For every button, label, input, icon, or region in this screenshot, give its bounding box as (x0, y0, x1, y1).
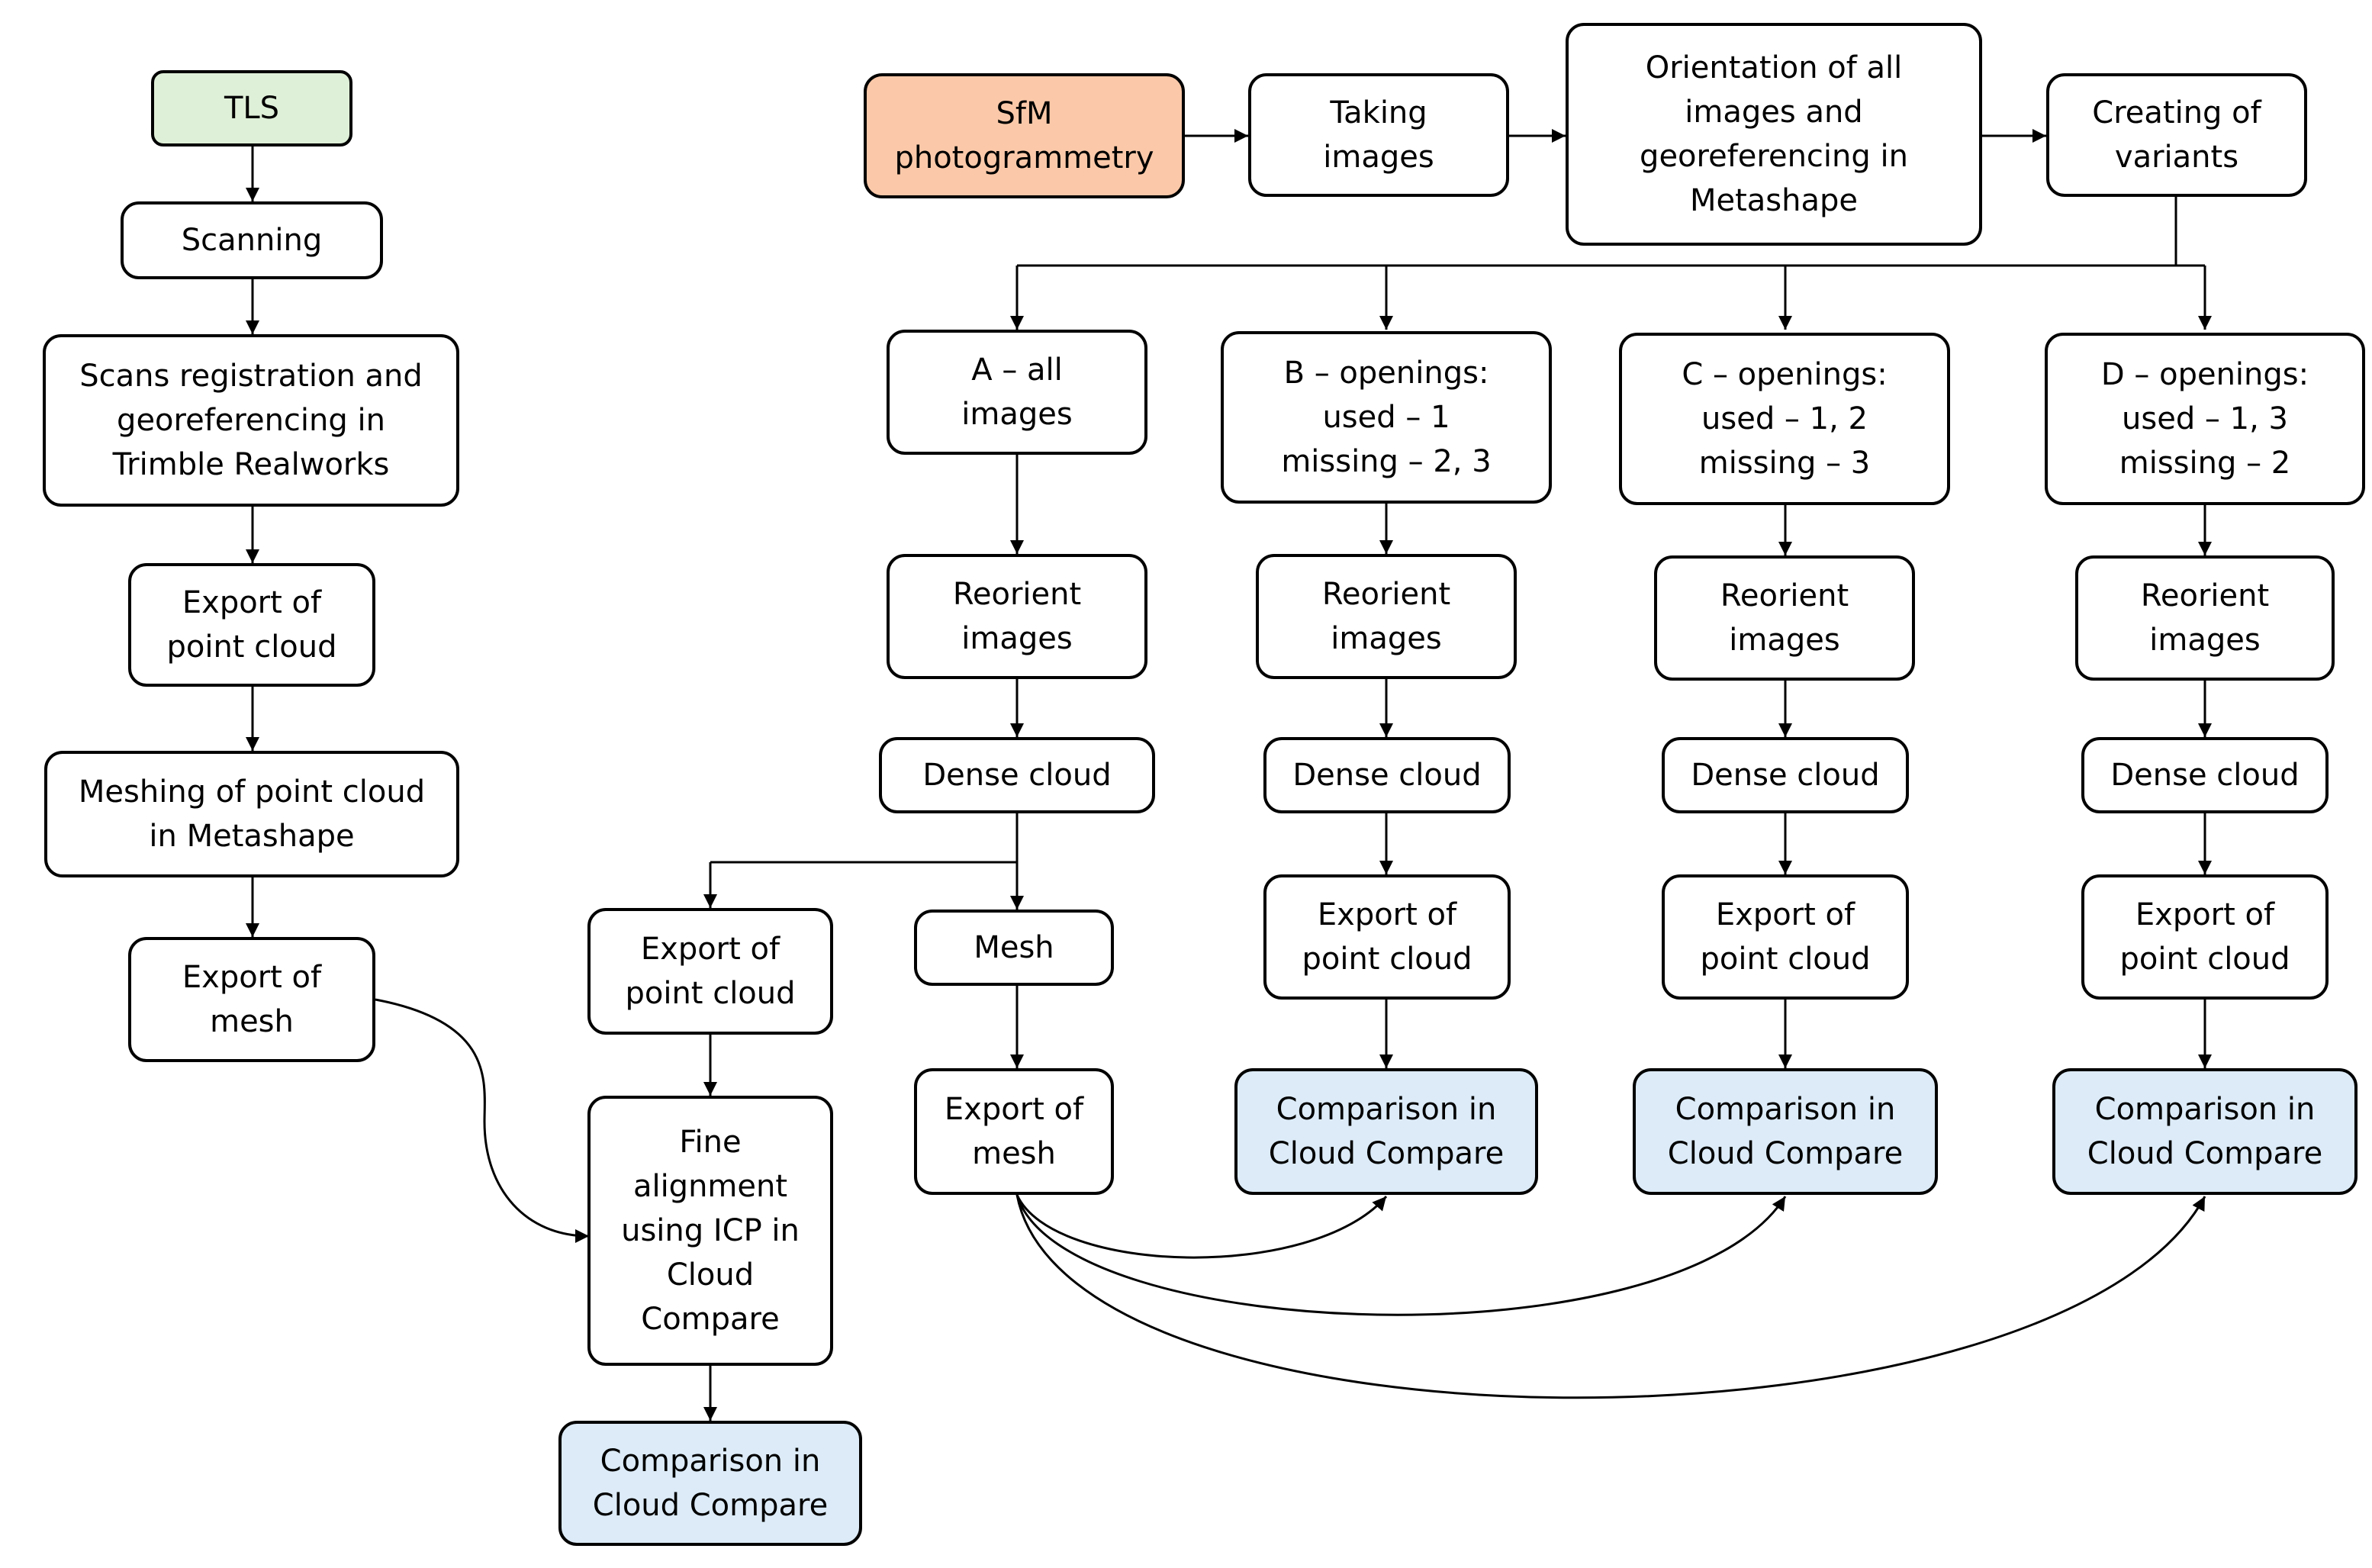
tls-export-mesh-node: Export of mesh (128, 937, 375, 1062)
orientation-node: Orientation of all images and georeferen… (1566, 23, 1982, 246)
meshing-label: Meshing of point cloud in Metashape (78, 774, 426, 854)
variant-a-export-mesh-label: Export of mesh (944, 1092, 1084, 1171)
variant-b-reorient-node: Reorient images (1256, 554, 1517, 679)
edge-a-mesh-to-c-compare (1015, 1194, 1787, 1316)
variant-a-compare-node: Comparison in Cloud Compare (558, 1421, 862, 1546)
variant-a-fine-alignment-node: Fine alignment using ICP in Cloud Compar… (587, 1096, 833, 1366)
variant-a-dense-node: Dense cloud (879, 737, 1155, 813)
edge-a-mesh-to-d-compare (1015, 1194, 2206, 1399)
variant-a-reorient-label: Reorient images (952, 577, 1082, 656)
edge-export-mesh-fine (375, 998, 590, 1243)
tls-export-cloud-label: Export of point cloud (166, 585, 337, 665)
variant-d-export-cloud-node: Export of point cloud (2081, 874, 2329, 1000)
variant-d-reorient-label: Reorient images (2140, 578, 2270, 658)
variant-c-export-cloud-label: Export of point cloud (1700, 897, 1871, 977)
variant-d-dense-node: Dense cloud (2081, 737, 2329, 813)
orientation-label: Orientation of all images and georeferen… (1640, 50, 1908, 218)
variant-b-compare-node: Comparison in Cloud Compare (1234, 1068, 1538, 1195)
sfm-label: SfM photogrammetry (894, 96, 1154, 175)
variants-label: Creating of variants (2092, 95, 2261, 175)
variant-b-export-cloud-node: Export of point cloud (1263, 874, 1511, 1000)
variant-c-reorient-node: Reorient images (1654, 555, 1915, 681)
variant-d-compare-node: Comparison in Cloud Compare (2052, 1068, 2358, 1195)
sfm-node: SfM photogrammetry (864, 73, 1185, 198)
tls-export-cloud-node: Export of point cloud (128, 563, 375, 687)
variant-d-label: D – openings: used – 1, 3 missing – 2 (2100, 357, 2309, 481)
variants-node: Creating of variants (2046, 73, 2307, 197)
variant-d-node: D – openings: used – 1, 3 missing – 2 (2045, 333, 2365, 505)
variant-b-node: B – openings: used – 1 missing – 2, 3 (1221, 331, 1552, 504)
variant-c-label: C – openings: used – 1, 2 missing – 3 (1682, 357, 1888, 481)
edge-variants-bus (1017, 197, 2205, 267)
variant-b-dense-node: Dense cloud (1263, 737, 1511, 813)
variant-a-label: A – all images (961, 353, 1073, 432)
variant-a-export-cloud-label: Export of point cloud (625, 932, 796, 1011)
edge-a-dense-split (710, 813, 1019, 864)
variant-a-mesh-node: Mesh (914, 910, 1114, 986)
variant-a-compare-label: Comparison in Cloud Compare (592, 1444, 829, 1523)
scanning-label: Scanning (181, 223, 323, 258)
variant-c-node: C – openings: used – 1, 2 missing – 3 (1619, 333, 1950, 505)
variant-d-compare-label: Comparison in Cloud Compare (2087, 1092, 2323, 1171)
tls-node: TLS (151, 70, 352, 146)
meshing-node: Meshing of point cloud in Metashape (44, 751, 459, 877)
variant-a-export-mesh-node: Export of mesh (914, 1068, 1114, 1195)
variant-c-compare-node: Comparison in Cloud Compare (1633, 1068, 1938, 1195)
tls-export-mesh-label: Export of mesh (182, 960, 322, 1039)
variant-b-reorient-label: Reorient images (1321, 577, 1451, 656)
scanning-node: Scanning (121, 201, 383, 279)
variant-d-reorient-node: Reorient images (2075, 555, 2335, 681)
taking-images-label: Taking images (1323, 95, 1434, 175)
variant-a-fine-alignment-label: Fine alignment using ICP in Cloud Compar… (621, 1125, 800, 1337)
variant-b-dense-label: Dense cloud (1292, 758, 1482, 793)
variant-c-export-cloud-node: Export of point cloud (1662, 874, 1909, 1000)
variant-c-dense-label: Dense cloud (1691, 758, 1880, 793)
registration-node: Scans registration and georeferencing in… (43, 334, 459, 507)
variant-c-dense-node: Dense cloud (1662, 737, 1909, 813)
tls-label: TLS (224, 91, 280, 126)
variant-a-mesh-label: Mesh (974, 930, 1054, 965)
variant-d-dense-label: Dense cloud (2110, 758, 2300, 793)
variant-a-reorient-node: Reorient images (887, 554, 1147, 679)
variant-d-export-cloud-label: Export of point cloud (2119, 897, 2290, 977)
taking-images-node: Taking images (1248, 73, 1509, 197)
edge-a-mesh-to-b-compare (1015, 1194, 1388, 1259)
variant-c-reorient-label: Reorient images (1720, 578, 1849, 658)
registration-label: Scans registration and georeferencing in… (79, 359, 423, 482)
variant-b-export-cloud-label: Export of point cloud (1302, 897, 1472, 977)
variant-c-compare-label: Comparison in Cloud Compare (1667, 1092, 1904, 1171)
variant-a-node: A – all images (887, 330, 1147, 455)
variant-b-label: B – openings: used – 1 missing – 2, 3 (1281, 356, 1492, 479)
variant-a-dense-label: Dense cloud (922, 758, 1112, 793)
variant-b-compare-label: Comparison in Cloud Compare (1268, 1092, 1505, 1171)
variant-a-export-cloud-node: Export of point cloud (587, 908, 833, 1035)
